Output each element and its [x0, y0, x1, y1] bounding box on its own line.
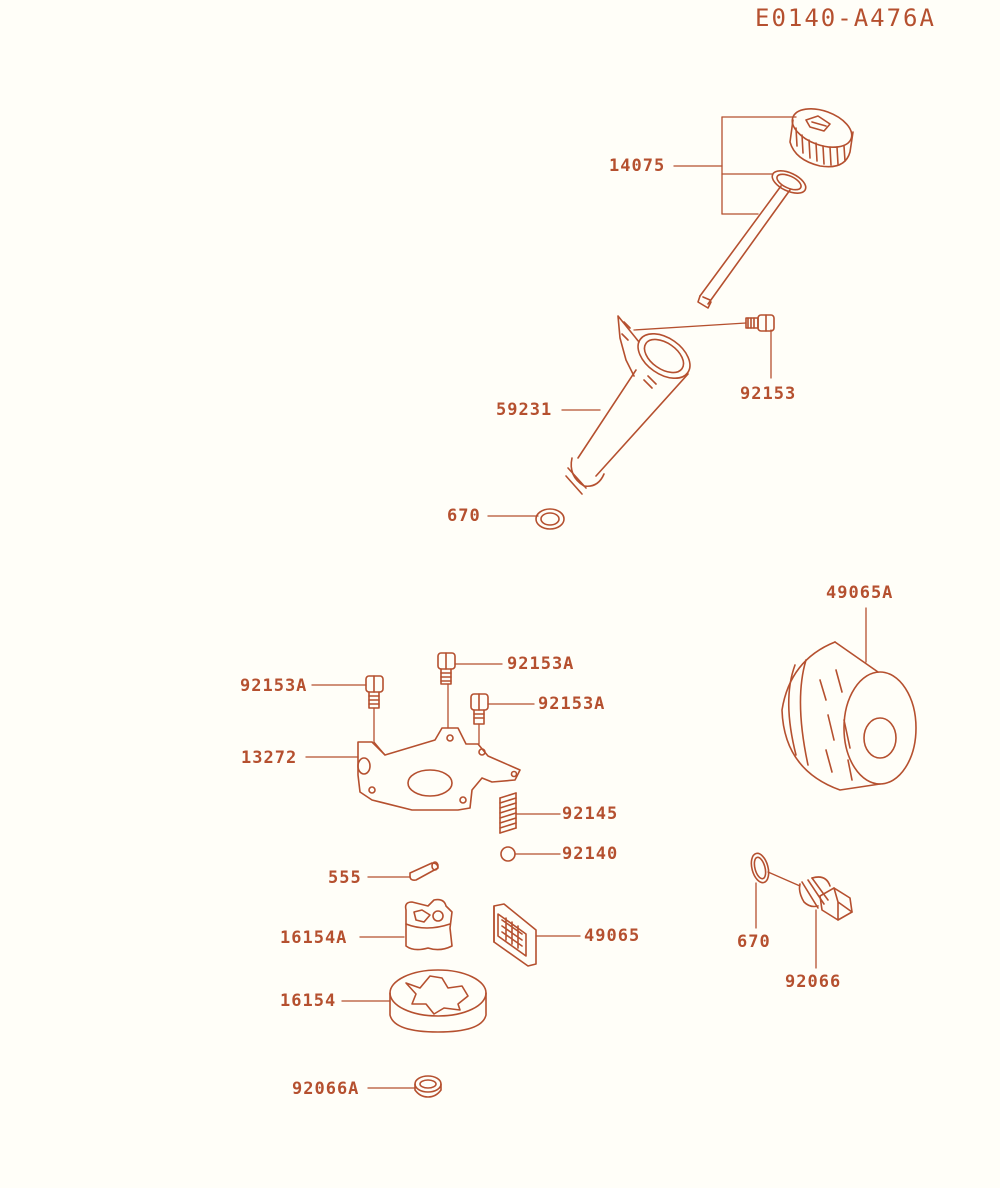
bolt-92153a-2-part[interactable] — [437, 652, 456, 685]
leader-lines — [305, 116, 867, 1089]
callout-670-upper[interactable]: 670 — [447, 506, 481, 526]
callout-16154[interactable]: 16154 — [280, 991, 337, 1011]
callout-670-lower[interactable]: 670 — [737, 932, 771, 952]
o-ring-670-lower-part[interactable] — [748, 851, 771, 884]
bolt-92153a-1-part[interactable] — [365, 675, 384, 709]
callout-92153[interactable]: 92153 — [740, 384, 797, 404]
bolt-92153a-3-part[interactable] — [470, 693, 489, 725]
dipstick-cap-part[interactable] — [697, 101, 857, 309]
oil-strainer-part[interactable] — [493, 903, 537, 967]
oil-filter-part[interactable] — [781, 641, 917, 791]
callout-49065[interactable]: 49065 — [584, 926, 641, 946]
callout-92066[interactable]: 92066 — [785, 972, 842, 992]
callout-14075[interactable]: 14075 — [609, 156, 666, 176]
callout-555[interactable]: 555 — [328, 868, 362, 888]
callout-92153a-2[interactable]: 92153A — [507, 654, 575, 674]
callout-92153a-3[interactable]: 92153A — [538, 694, 606, 714]
callout-92066a[interactable]: 92066A — [292, 1079, 360, 1099]
callout-49065a[interactable]: 49065A — [826, 583, 894, 603]
callout-92140[interactable]: 92140 — [562, 844, 619, 864]
callout-13272[interactable]: 13272 — [241, 748, 298, 768]
outer-rotor-part[interactable] — [389, 969, 487, 1033]
spring-part[interactable] — [499, 792, 517, 834]
drain-plug-part[interactable] — [798, 876, 853, 921]
pin-part[interactable] — [409, 861, 439, 881]
callout-16154a[interactable]: 16154A — [280, 928, 348, 948]
o-ring-670-upper-part[interactable] — [535, 508, 565, 530]
bolt-92153-part[interactable] — [745, 314, 775, 332]
callout-92153a-1[interactable]: 92153A — [240, 676, 308, 696]
diagram-code: E0140-A476A — [755, 4, 936, 32]
inner-rotor-part[interactable] — [404, 898, 453, 951]
callout-59231[interactable]: 59231 — [496, 400, 553, 420]
oil-filler-tube-part[interactable] — [565, 315, 698, 495]
cover-plate-part[interactable] — [357, 727, 521, 811]
washer-92066a-part[interactable] — [414, 1075, 442, 1098]
callout-92145[interactable]: 92145 — [562, 804, 619, 824]
ball-part[interactable] — [500, 846, 516, 862]
